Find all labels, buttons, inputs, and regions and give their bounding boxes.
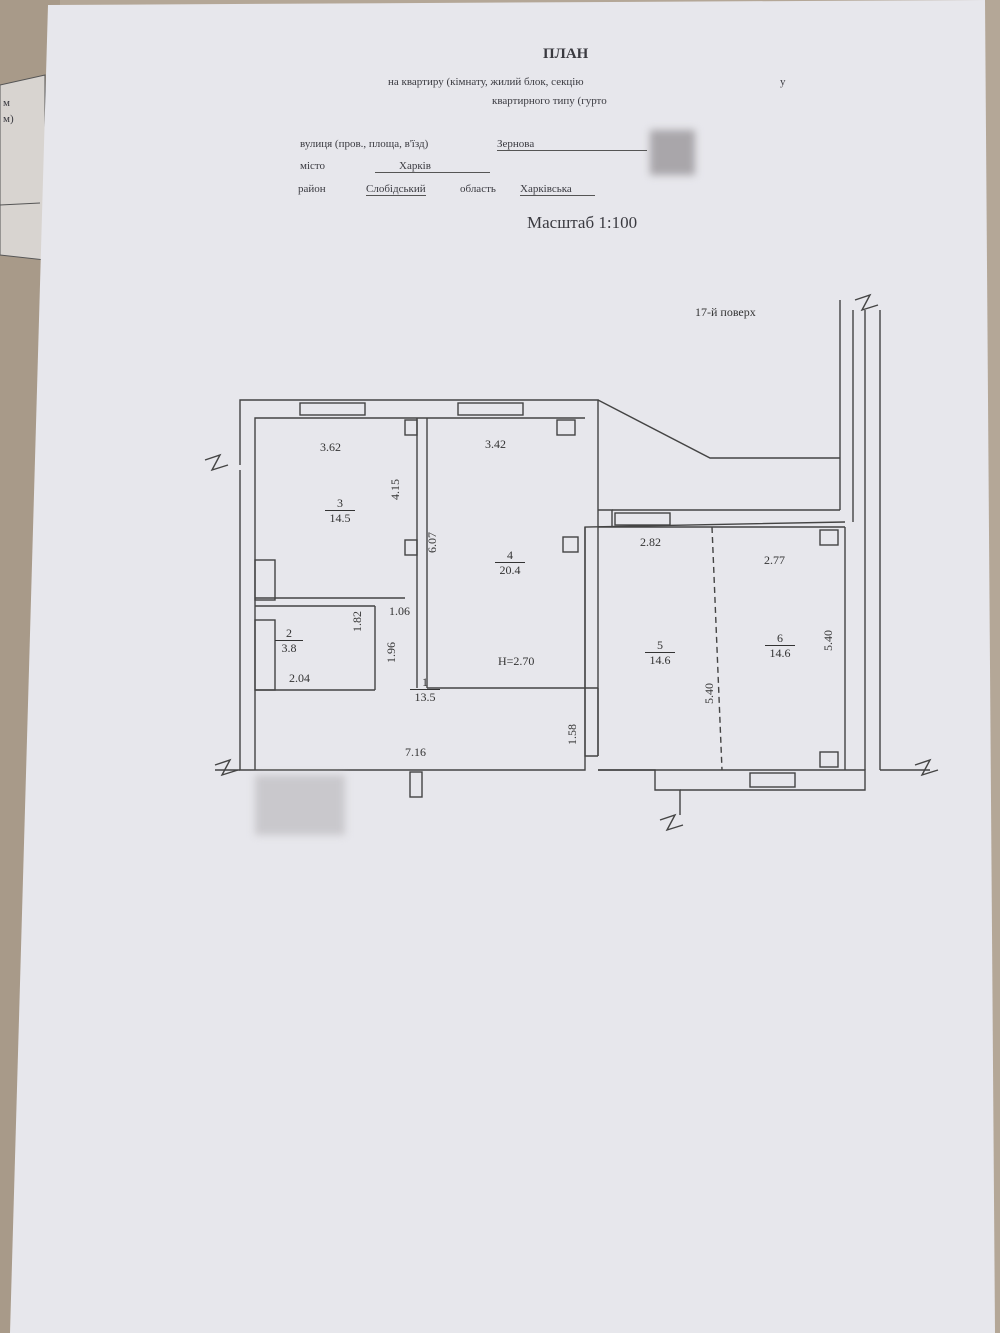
ceiling-height: H=2.70 (498, 654, 535, 668)
region-label: область (460, 183, 496, 195)
district-label: район (298, 183, 326, 195)
dimension: 1.06 (389, 604, 410, 618)
dimension: 2.77 (764, 553, 785, 567)
floor-plan-walls (204, 293, 939, 832)
street-value: Зернова (497, 138, 647, 151)
region-value: Харківська (520, 183, 595, 196)
dimension: 4.15 (388, 479, 402, 500)
dimension: 5.40 (702, 683, 716, 704)
street-label: вулиця (пров., площа, в'їзд) (300, 138, 429, 150)
dimension: 1.96 (384, 642, 398, 663)
dimension: 1.82 (350, 611, 364, 632)
dimension: 2.04 (289, 671, 310, 685)
redacted-region (255, 775, 345, 835)
subtitle-line1-end: у (780, 76, 786, 88)
scale-label: Масштаб 1:100 (527, 213, 638, 232)
redacted-region (650, 130, 695, 175)
dimension: 5.40 (821, 630, 835, 651)
dimension: 3.62 (320, 440, 341, 454)
district-value: Слобідський (366, 183, 426, 196)
side-sheet-text: м (3, 97, 10, 109)
side-sheet-text: м) (3, 113, 14, 125)
city-label: місто (300, 160, 326, 172)
dimension: 3.42 (485, 437, 506, 451)
floor-label: 17-й поверх (695, 305, 756, 319)
subtitle-line2: квартирного типу (гурто (492, 95, 607, 107)
dimension: 7.16 (405, 745, 426, 759)
dimension: 2.82 (640, 535, 661, 549)
city-value: Харків (375, 160, 490, 173)
dimension: 6.07 (425, 532, 439, 553)
dimension: 1.58 (565, 724, 579, 745)
document-title: ПЛАН (543, 46, 589, 62)
subtitle-line1: на квартиру (кімнату, жилий блок, секцію (388, 76, 584, 88)
